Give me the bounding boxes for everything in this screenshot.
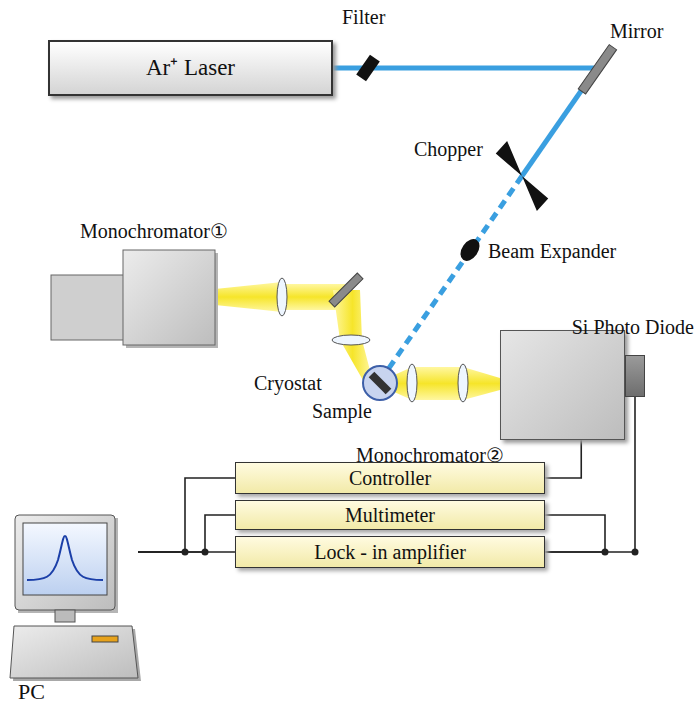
part-label: Mirror [610,20,663,42]
node-heading: Monochromator① [80,220,228,242]
disk-drive [92,636,118,642]
monitor-stand [55,610,75,622]
node-text: Lock - in amplifier [314,541,466,563]
filter-symbol [356,55,380,82]
mirror-symbol [329,273,363,307]
monochromator-part [51,275,128,340]
lens-symbol [277,278,287,316]
node-heading: PC [18,680,45,704]
pl-beam [215,282,282,312]
node-box: Controller [235,462,545,494]
chopper-symbol [493,134,551,217]
signal-wire [138,552,235,553]
node-box: Monochromator① [48,250,215,345]
part-label: Beam Expander [488,240,616,262]
lens-symbol [332,335,370,345]
signal-wire [545,515,609,556]
node-text: Controller [349,467,431,489]
monitor-screen [23,523,107,595]
wire-line [138,515,235,552]
part-label: Chopper [414,138,483,160]
wire-line [138,551,235,553]
sample-symbol [369,372,392,395]
pl-beam [333,290,372,382]
part-label: Sample [312,400,372,422]
node-box: Multimeter [235,500,545,530]
node-box: Lock - in amplifier [235,536,545,568]
wire-line [138,478,235,552]
node-box: Monochromator② [500,330,625,440]
monitor-symbol [15,515,115,610]
node-heading: Si Photo Diode [572,316,694,338]
wire-line [545,440,581,478]
wire-line [545,515,605,552]
beam-expander-symbol [457,236,484,265]
node-box: Ar⁺ Laser [48,40,333,96]
computer-case [10,626,138,678]
junction-dot [632,549,639,556]
node-text: Multimeter [345,504,435,526]
lens-symbol [458,364,468,402]
signal-wire [138,478,235,556]
monochromator-part [123,250,215,345]
part-label: Cryostat [254,372,322,394]
signal-wire [138,515,235,556]
mirror-symbol [578,45,616,94]
lens-symbol [407,364,417,402]
node-box: PC [10,515,138,678]
junction-dot [602,549,609,556]
part-label: Filter [342,6,385,28]
node-box: Si Photo Diode [625,355,645,397]
cryostat-symbol [363,366,397,400]
spectrum-curve [27,536,103,580]
node-text: Ar⁺ Laser [146,55,235,80]
signal-wire [545,440,581,478]
